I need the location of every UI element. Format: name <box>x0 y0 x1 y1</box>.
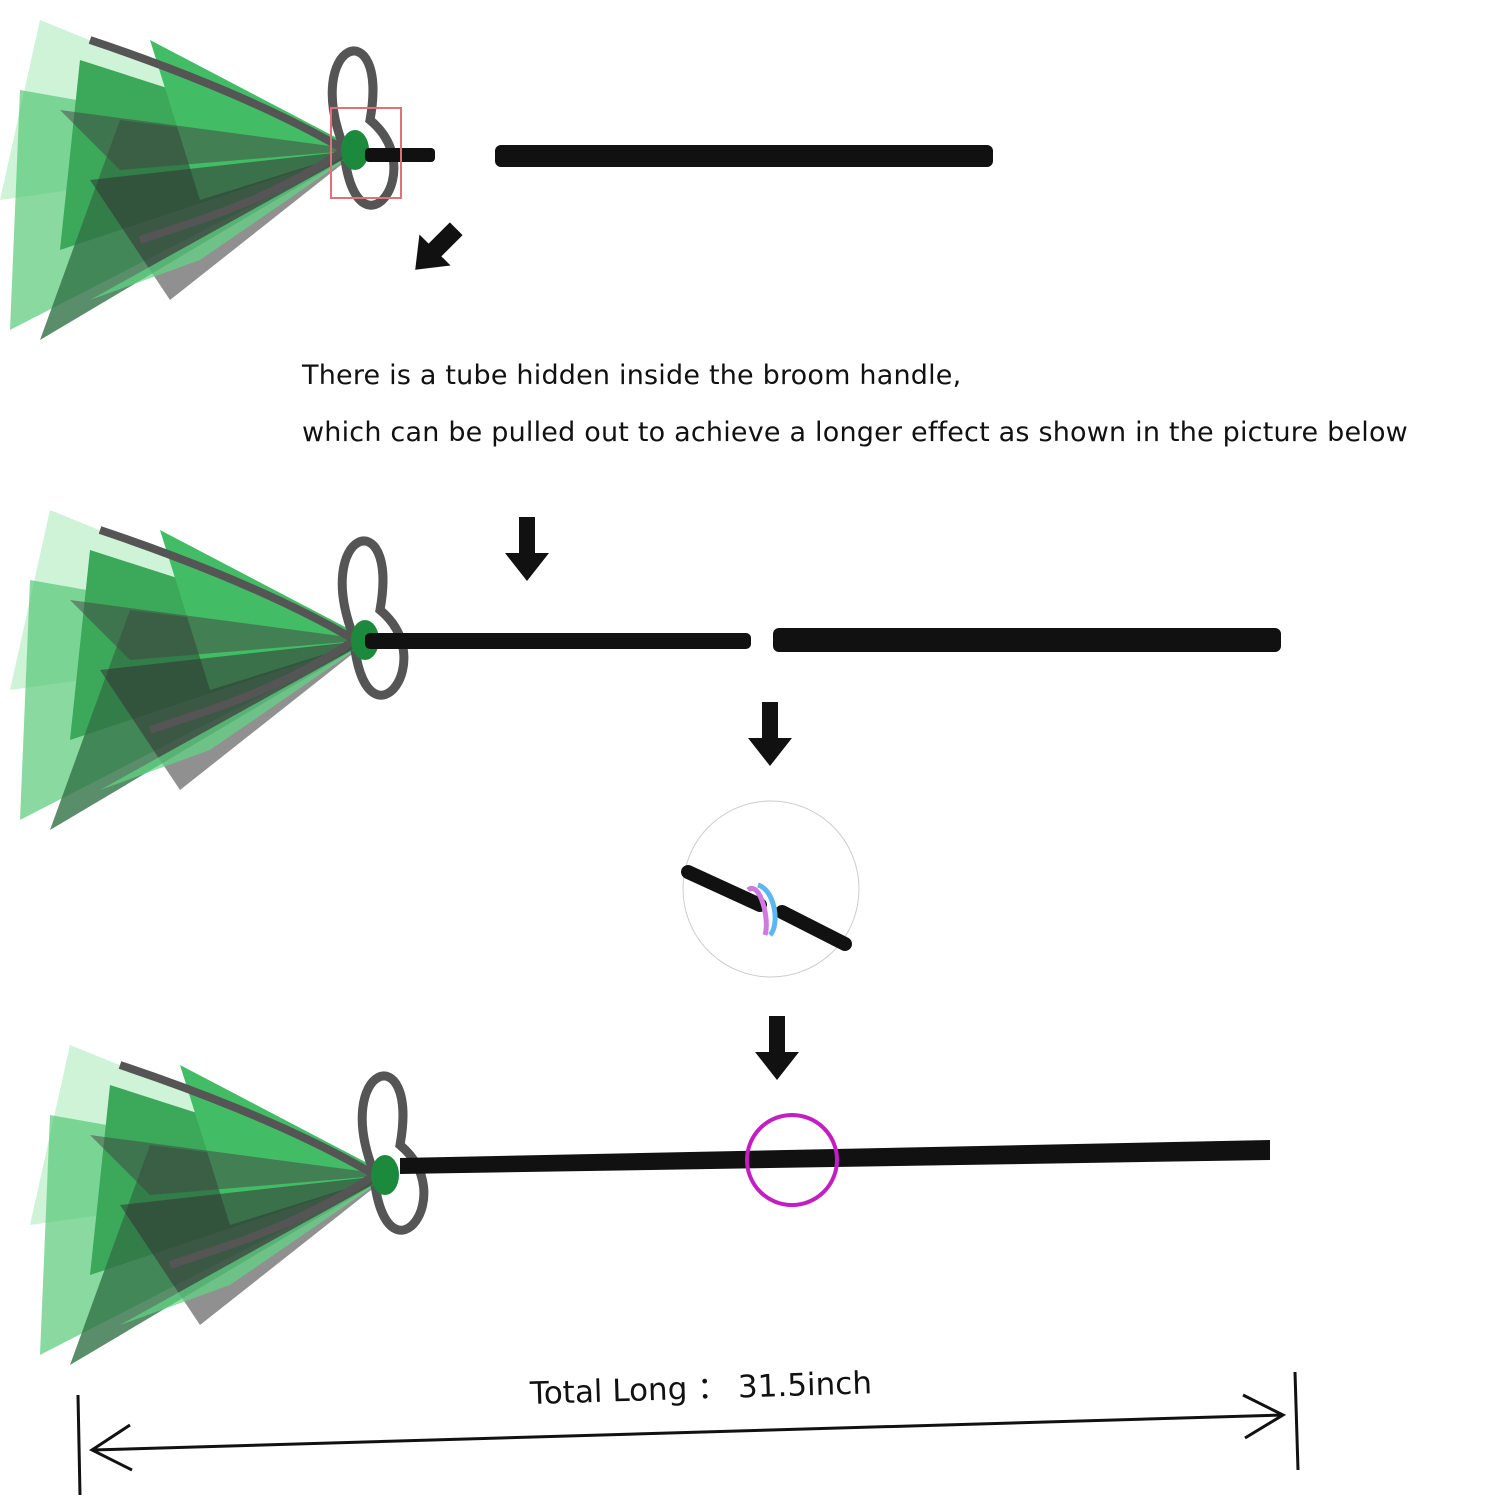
thread-detail-circle <box>681 800 860 978</box>
handle <box>365 633 751 649</box>
arrow-down-icon <box>755 1016 799 1080</box>
broom-step1 <box>0 20 394 340</box>
broom-step3 <box>30 1045 424 1365</box>
arrow-diagonal-icon <box>415 222 463 270</box>
dimension-line <box>76 1371 1300 1496</box>
highlight-circle <box>745 1113 839 1207</box>
arrow-down-icon <box>748 702 792 766</box>
instruction-line-2: which can be pulled out to achieve a lon… <box>302 417 1408 448</box>
arrow-down-icon <box>505 517 549 581</box>
extension-tube <box>773 628 1281 652</box>
instruction-line-1: There is a tube hidden inside the broom … <box>302 360 962 391</box>
broom-step2 <box>10 510 404 830</box>
highlight-box <box>330 107 402 199</box>
loose-tube <box>495 145 993 167</box>
